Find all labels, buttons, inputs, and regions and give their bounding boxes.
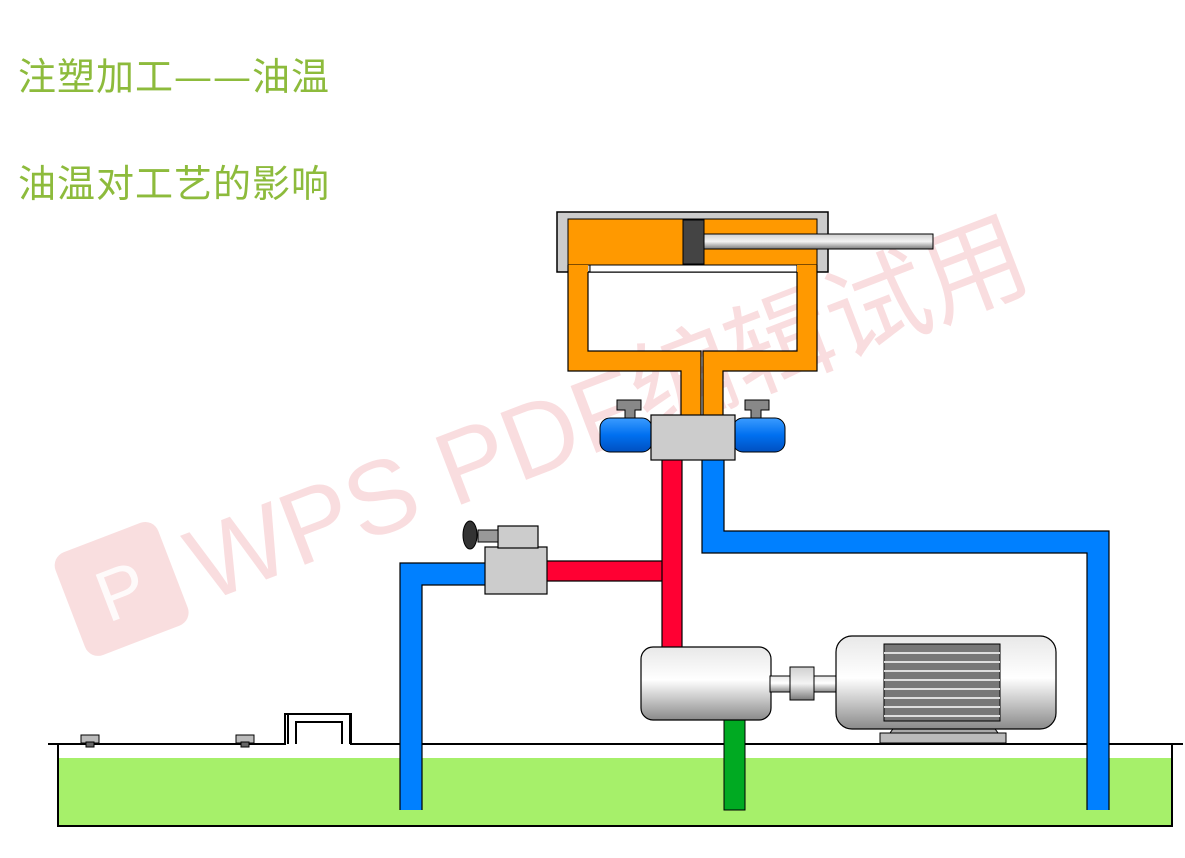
shaft-coupling — [769, 666, 841, 701]
oil-tank — [48, 713, 1183, 827]
page-subtitle: 油温对工艺的影响 — [18, 162, 331, 206]
motor-fins — [883, 643, 1001, 722]
hydraulic-pump — [640, 646, 772, 721]
valve-lever-right — [744, 399, 770, 419]
solenoid-left — [599, 417, 653, 453]
tank-bolt — [235, 734, 255, 748]
hydraulic-cylinder — [556, 211, 934, 273]
directional-valve — [599, 399, 786, 461]
page-title: 注塑加工——油温 — [18, 55, 331, 99]
piston-rod — [699, 233, 934, 250]
cylinder-line-b — [703, 265, 817, 420]
filler-cap — [287, 713, 351, 744]
relief-valve — [462, 520, 548, 595]
valve-lever-left — [616, 399, 642, 419]
valve-body — [650, 414, 736, 461]
tank-bolt — [80, 734, 100, 748]
watermark: P WPS PDF编辑试用 — [54, 197, 1044, 656]
relief-valve-body — [484, 546, 548, 595]
motor-base — [879, 732, 1007, 744]
pump-body — [640, 646, 772, 721]
cylinder-line-a — [568, 265, 701, 420]
tank-oil — [58, 758, 1172, 825]
pressure-line — [545, 455, 682, 648]
valve-return-line — [702, 455, 1109, 810]
electric-motor — [835, 635, 1057, 744]
solenoid-right — [732, 417, 786, 453]
piston — [682, 219, 705, 265]
adjust-knob-icon — [462, 520, 478, 550]
relief-return-line — [400, 563, 486, 810]
suction-line — [723, 716, 746, 811]
